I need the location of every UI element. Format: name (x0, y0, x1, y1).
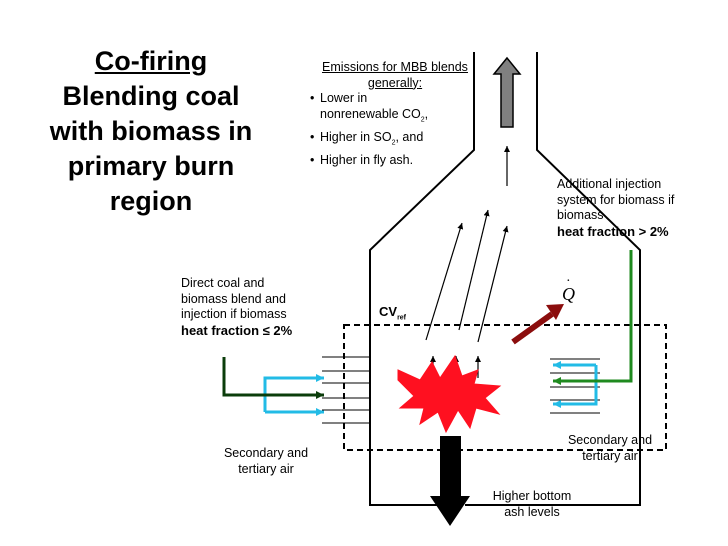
slide-title: Co-firing Blending coal with biomass in … (20, 44, 282, 219)
control-volume-label: CVref (379, 304, 407, 322)
direct-injection-arrow (222, 357, 324, 399)
control-volume-box (343, 324, 667, 451)
heat-fraction-low: heat fraction ≤ 2% (181, 322, 293, 338)
title-cofiring: Co-firing (94, 46, 208, 76)
emissions-item-fly-ash: Higher in fly ash. (310, 153, 480, 169)
heat-rate-symbol: · Q (562, 274, 575, 304)
bottom-ash-label: Higher bottom ash levels (492, 489, 572, 519)
secondary-air-label-left: Secondary and tertiary air (223, 446, 309, 476)
title-line-4: region (109, 186, 193, 216)
emissions-heading: Emissions for MBB blends generally: (322, 60, 468, 90)
emissions-item-nonrenewable-co2: Lower in nonrenewable CO2, (310, 91, 480, 128)
ash-arrow (430, 436, 470, 526)
emissions-notes: Emissions for MBB blends generally: Lowe… (310, 60, 480, 170)
exhaust-arrow (492, 56, 522, 128)
left-secondary-air-arrows (263, 374, 324, 416)
direct-injection-label: Direct coal and biomass blend and inject… (181, 276, 331, 338)
title-line-1: Blending coal (62, 81, 240, 111)
furnace-outline (369, 52, 641, 506)
title-line-2: with biomass in (49, 116, 253, 146)
heat-output-arrow (511, 304, 564, 345)
flame-icon (397, 354, 502, 434)
left-inlet-lines (322, 356, 370, 424)
additional-injection-arrow (553, 250, 633, 385)
furnace-right-wall (465, 52, 641, 506)
additional-injection-label: Additional injection system for biomass … (557, 177, 727, 239)
secondary-air-label-right: Secondary and tertiary air (567, 433, 653, 463)
title-line-3: primary burn (67, 151, 235, 181)
heat-fraction-high: heat fraction > 2% (557, 223, 669, 239)
emissions-list: Lower in nonrenewable CO2, Higher in SO2… (310, 91, 480, 168)
furnace-left-wall (369, 52, 475, 506)
emissions-item-so2: Higher in SO2, and (310, 130, 480, 151)
gas-flow-arrows (425, 146, 510, 378)
right-secondary-air-arrows (553, 361, 598, 408)
